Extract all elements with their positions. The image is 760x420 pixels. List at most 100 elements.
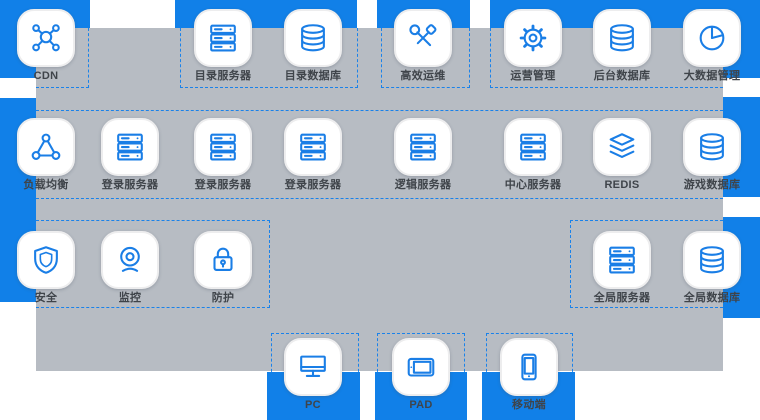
node-login-server-2: 登录服务器 (178, 118, 268, 192)
database-icon (695, 130, 729, 164)
node-card-operation-management (504, 9, 562, 67)
server-icon (605, 243, 639, 277)
node-card-security (17, 231, 75, 289)
tools-icon (406, 21, 440, 55)
node-security: 安全 (1, 231, 91, 305)
database-icon (296, 21, 330, 55)
cdn-group (36, 28, 89, 88)
node-card-cdn (17, 9, 75, 67)
gray-panel (36, 28, 723, 371)
node-load-balancer: 负载均衡 (1, 118, 91, 192)
security-group (36, 220, 270, 308)
node-global-server: 全局服务器 (577, 231, 667, 305)
node-card-global-server (593, 231, 651, 289)
node-label: REDIS (604, 179, 640, 191)
server-icon (206, 130, 240, 164)
node-card-logic-server (394, 118, 452, 176)
gear-icon (516, 21, 550, 55)
node-card-login-server-2 (194, 118, 252, 176)
node-label: 目录服务器 (194, 70, 252, 82)
node-logic-server: 逻辑服务器 (378, 118, 468, 192)
node-label: 监控 (118, 292, 142, 304)
phone-icon (512, 350, 546, 384)
node-center-server: 中心服务器 (488, 118, 578, 192)
node-label: PAD (409, 399, 433, 411)
node-mobile: 移动端 (484, 338, 574, 412)
node-label: 全局数据库 (683, 292, 741, 304)
node-label: CDN (33, 70, 59, 82)
node-monitoring: 监控 (85, 231, 175, 305)
database-icon (605, 21, 639, 55)
node-directory-server: 目录服务器 (178, 9, 268, 83)
server-icon (406, 130, 440, 164)
node-efficient-ops: 高效运维 (378, 9, 468, 83)
node-card-login-server-1 (101, 118, 159, 176)
server-icon (206, 21, 240, 55)
node-label: 负载均衡 (23, 179, 69, 191)
server-icon (296, 130, 330, 164)
node-label: 后台数据库 (593, 70, 651, 82)
node-card-protection (194, 231, 252, 289)
node-card-efficient-ops (394, 9, 452, 67)
shield-icon (29, 243, 63, 277)
lock-icon (206, 243, 240, 277)
node-operation-management: 运营管理 (488, 9, 578, 83)
node-label: 登录服务器 (284, 179, 342, 191)
node-label: 高效运维 (400, 70, 446, 82)
node-card-backend-database (593, 9, 651, 67)
node-bigdata-management: 大数据管理 (667, 9, 757, 83)
database-icon (695, 243, 729, 277)
node-cdn: CDN (1, 9, 91, 83)
node-card-game-database (683, 118, 741, 176)
node-card-center-server (504, 118, 562, 176)
node-card-global-database (683, 231, 741, 289)
triangle-nodes-icon (29, 130, 63, 164)
node-login-server-3: 登录服务器 (268, 118, 358, 192)
node-label: 运营管理 (510, 70, 556, 82)
node-card-monitoring (101, 231, 159, 289)
server-tier-group (36, 110, 723, 199)
node-label: 目录数据库 (284, 70, 342, 82)
global-group (570, 220, 723, 308)
monitor-icon (296, 350, 330, 384)
server-icon (516, 130, 550, 164)
node-protection: 防护 (178, 231, 268, 305)
node-label: 安全 (34, 292, 58, 304)
node-backend-database: 后台数据库 (577, 9, 667, 83)
node-label: 防护 (211, 292, 235, 304)
node-label: 游戏数据库 (683, 179, 741, 191)
node-card-bigdata-management (683, 9, 741, 67)
node-global-database: 全局数据库 (667, 231, 757, 305)
node-pc: PC (268, 338, 358, 412)
pie-chart-icon (695, 21, 729, 55)
node-card-login-server-3 (284, 118, 342, 176)
tablet-icon (404, 350, 438, 384)
node-card-load-balancer (17, 118, 75, 176)
node-label: 登录服务器 (194, 179, 252, 191)
node-card-pc (284, 338, 342, 396)
node-card-directory-server (194, 9, 252, 67)
hub-icon (29, 21, 63, 55)
node-card-pad (392, 338, 450, 396)
node-label: 逻辑服务器 (394, 179, 452, 191)
node-card-redis (593, 118, 651, 176)
node-card-mobile (500, 338, 558, 396)
server-icon (113, 130, 147, 164)
node-pad: PAD (376, 338, 466, 412)
node-redis: REDIS (577, 118, 667, 192)
node-label: 移动端 (512, 399, 546, 411)
node-card-directory-database (284, 9, 342, 67)
node-directory-database: 目录数据库 (268, 9, 358, 83)
node-login-server-1: 登录服务器 (85, 118, 175, 192)
node-game-database: 游戏数据库 (667, 118, 757, 192)
webcam-icon (113, 243, 147, 277)
ops-group (381, 28, 470, 88)
node-label: 全局服务器 (593, 292, 651, 304)
node-label: 中心服务器 (504, 179, 562, 191)
layers-icon (605, 130, 639, 164)
node-label: 大数据管理 (683, 70, 741, 82)
node-label: 登录服务器 (101, 179, 159, 191)
directory-group (180, 28, 358, 88)
node-label: PC (305, 399, 321, 411)
